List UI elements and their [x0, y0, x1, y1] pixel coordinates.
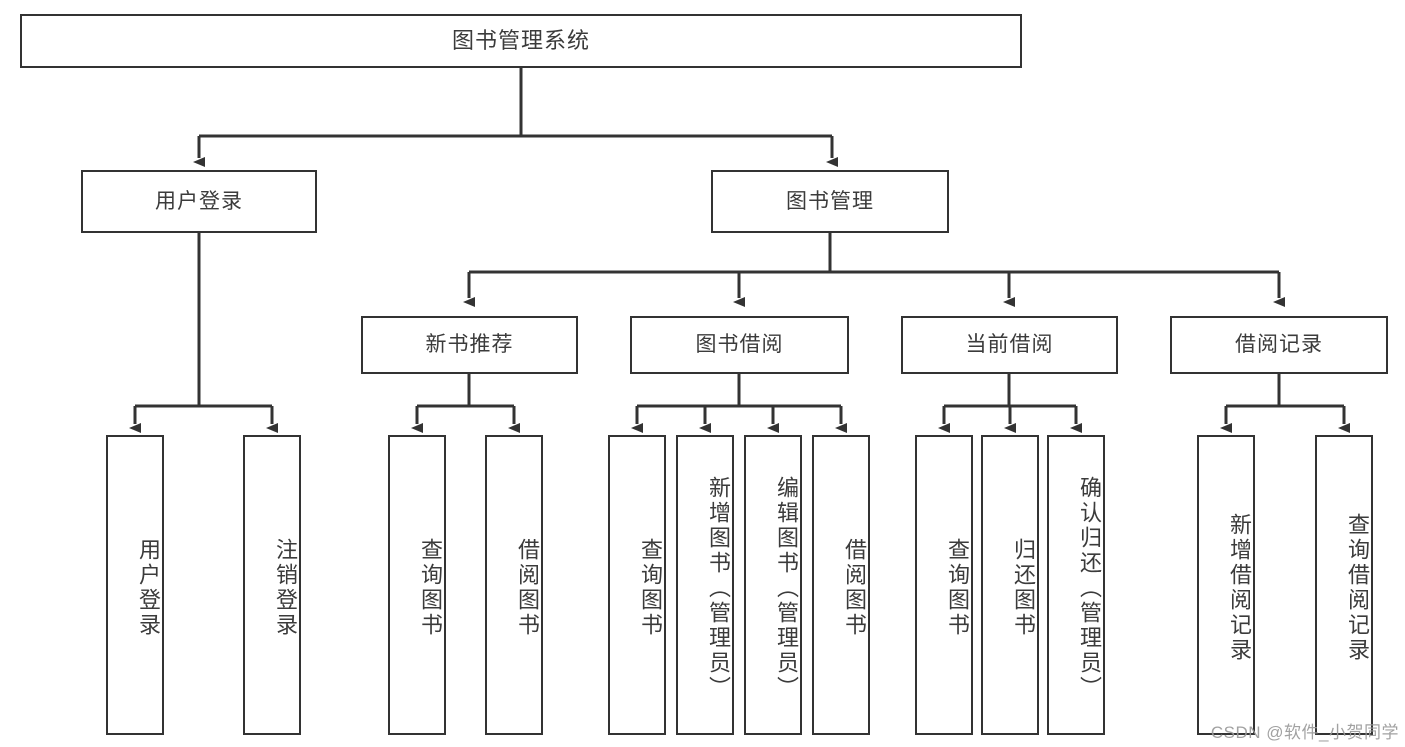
node-leaf-query-book-1[interactable]: 查询图书	[388, 435, 446, 735]
node-leaf-query-book-3[interactable]: 查询图书	[915, 435, 973, 735]
edge-current-borrow-to-leaves	[938, 374, 1082, 433]
edge-root-to-level2	[193, 68, 838, 167]
node-leaf-borrow-book-2[interactable]: 借阅图书	[812, 435, 870, 735]
node-borrow-record[interactable]: 借阅记录	[1170, 316, 1388, 374]
edge-book-management-to-level3	[463, 233, 1285, 307]
node-book-management[interactable]: 图书管理	[711, 170, 949, 233]
csdn-watermark: CSDN @软件_小贺同学	[1210, 723, 1399, 742]
edge-new-book-recommend-to-leaves	[411, 374, 520, 433]
node-leaf-logout-login[interactable]: 注销登录	[243, 435, 301, 735]
node-current-borrow[interactable]: 当前借阅	[901, 316, 1118, 374]
node-new-book-recommend[interactable]: 新书推荐	[361, 316, 578, 374]
node-root-system[interactable]: 图书管理系统	[20, 14, 1022, 68]
node-leaf-borrow-book-1[interactable]: 借阅图书	[485, 435, 543, 735]
node-leaf-add-record[interactable]: 新增借阅记录	[1197, 435, 1255, 735]
node-leaf-add-book[interactable]: 新增图书（管理员）	[676, 435, 734, 735]
edge-book-borrow-to-leaves	[631, 374, 847, 433]
node-leaf-user-login[interactable]: 用户登录	[106, 435, 164, 735]
edge-user-login-to-leaves	[129, 233, 278, 433]
node-leaf-query-book-2[interactable]: 查询图书	[608, 435, 666, 735]
node-leaf-confirm-return[interactable]: 确认归还（管理员）	[1047, 435, 1105, 735]
node-leaf-edit-book[interactable]: 编辑图书（管理员）	[744, 435, 802, 735]
node-leaf-return-book[interactable]: 归还图书	[981, 435, 1039, 735]
node-user-login[interactable]: 用户登录	[81, 170, 317, 233]
node-book-borrow[interactable]: 图书借阅	[630, 316, 849, 374]
node-leaf-query-record[interactable]: 查询借阅记录	[1315, 435, 1373, 735]
edge-borrow-record-to-leaves	[1220, 374, 1350, 433]
